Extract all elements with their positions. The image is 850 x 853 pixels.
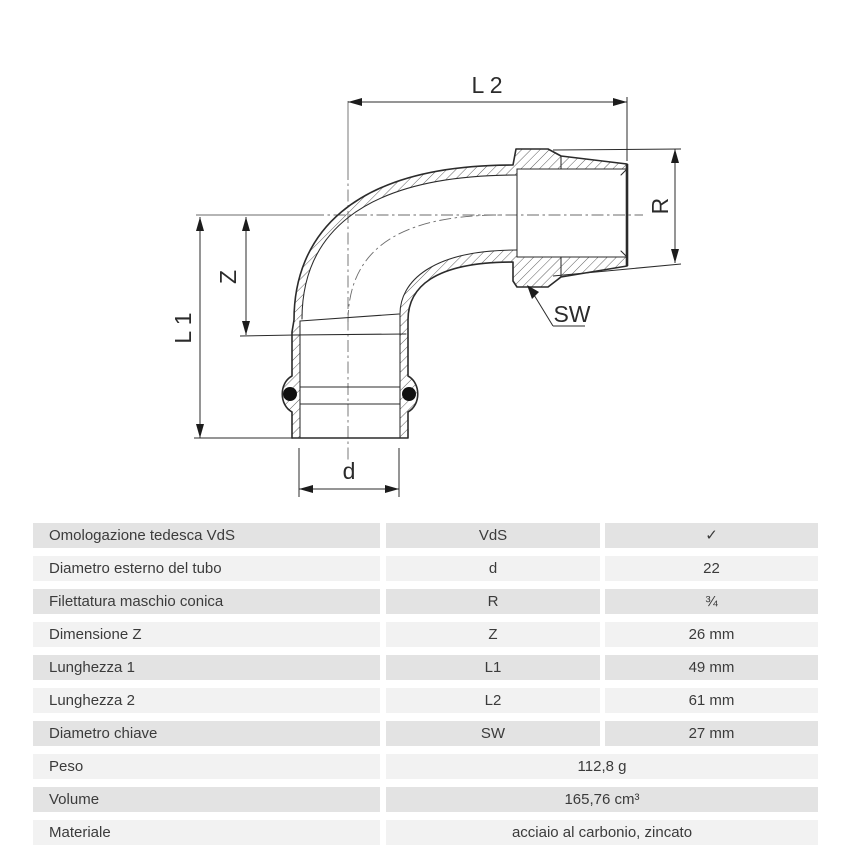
row-value: 165,76 cm³ xyxy=(386,787,818,812)
dimension-l1-label: L 1 xyxy=(170,312,196,343)
fitting-outline xyxy=(281,148,629,439)
row-label: Materiale xyxy=(33,820,380,845)
row-value: ✓ xyxy=(605,523,818,548)
row-value: ¾ xyxy=(605,589,818,614)
row-value: 112,8 g xyxy=(386,754,818,779)
row-label: Volume xyxy=(33,787,380,812)
row-symbol: L1 xyxy=(386,655,600,680)
row-symbol: L2 xyxy=(386,688,600,713)
row-label: Filettatura maschio conica xyxy=(33,589,380,614)
row-value: 61 mm xyxy=(605,688,818,713)
row-value: 49 mm xyxy=(605,655,818,680)
bend-centerline xyxy=(347,214,503,323)
row-symbol: SW xyxy=(386,721,600,746)
row-value: 26 mm xyxy=(605,622,818,647)
row-label: Dimensione Z xyxy=(33,622,380,647)
row-symbol: Z xyxy=(386,622,600,647)
dimension-l2-label: L 2 xyxy=(471,72,502,98)
dimension-l2: L 2 xyxy=(348,72,628,161)
dimension-d-label: d xyxy=(343,458,356,484)
dimension-r-label: R xyxy=(647,198,673,215)
row-label: Diametro chiave xyxy=(33,721,380,746)
row-symbol: d xyxy=(386,556,600,581)
dimension-l1: L 1 xyxy=(170,217,292,439)
section-hatch xyxy=(282,149,627,438)
row-symbol: VdS xyxy=(386,523,600,548)
dimension-sw: SW xyxy=(527,285,591,327)
row-value: acciaio al carbonio, zincato xyxy=(386,820,818,845)
dimension-z: Z xyxy=(215,217,296,337)
row-value: 27 mm xyxy=(605,721,818,746)
dimension-d: d xyxy=(298,448,400,497)
dimension-sw-label: SW xyxy=(553,301,590,327)
o-ring-left xyxy=(283,387,297,401)
row-symbol: R xyxy=(386,589,600,614)
centerlines xyxy=(196,101,643,460)
o-ring-right xyxy=(402,387,416,401)
row-label: Lunghezza 2 xyxy=(33,688,380,713)
row-label: Lunghezza 1 xyxy=(33,655,380,680)
row-label: Diametro esterno del tubo xyxy=(33,556,380,581)
dimension-r: R xyxy=(552,148,682,277)
row-value: 22 xyxy=(605,556,818,581)
row-label: Omologazione tedesca VdS xyxy=(33,523,380,548)
technical-drawing-elbow-fitting: L 2 L 1 Z R SW d xyxy=(170,72,682,497)
row-label: Peso xyxy=(33,754,380,779)
dimension-z-label: Z xyxy=(215,270,241,284)
